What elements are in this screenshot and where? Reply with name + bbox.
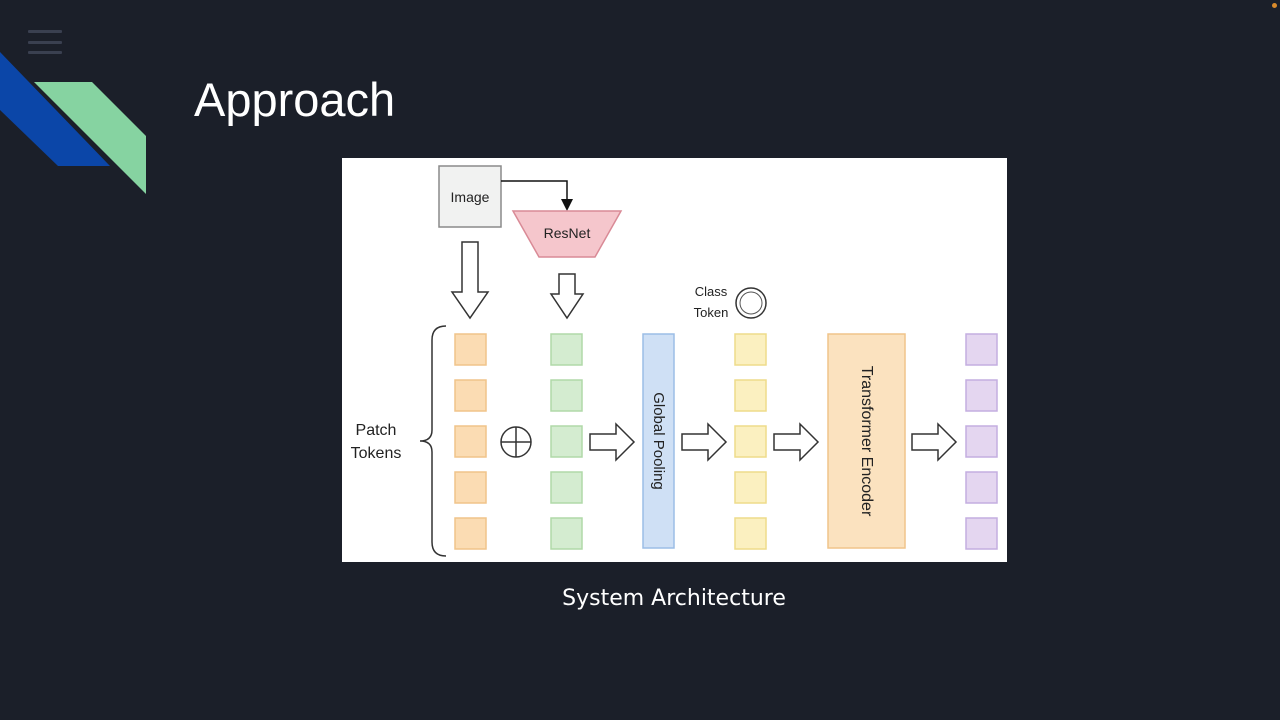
resnet-label: ResNet <box>544 225 591 241</box>
combined-token <box>734 471 767 504</box>
patch-token <box>454 425 487 458</box>
combined-token <box>734 333 767 366</box>
combined-token <box>734 379 767 412</box>
image-label: Image <box>451 189 490 205</box>
patch-tokens-label-line2: Tokens <box>351 445 402 462</box>
class-token-label-line2: Token <box>694 305 729 320</box>
output-token <box>965 425 998 458</box>
resnet-token <box>550 333 583 366</box>
transformer-encoder-label: Transformer Encoder <box>858 366 875 517</box>
corner-decoration <box>0 52 146 194</box>
resnet-block <box>511 210 623 258</box>
output-token <box>965 471 998 504</box>
architecture-figure: Image ResNet Patch Tokens <box>342 158 1007 562</box>
slide-title: Approach <box>194 73 396 126</box>
image-down-arrow <box>450 241 490 320</box>
combined-token <box>734 517 767 550</box>
figure-caption: System Architecture <box>562 586 786 611</box>
patch-token <box>454 379 487 412</box>
global-pooling-label: Global Pooling <box>650 392 667 490</box>
patch-token <box>454 471 487 504</box>
add-operator-icon <box>500 426 532 458</box>
class-token-icon <box>735 287 767 319</box>
class-token-label-line1: Class <box>695 284 728 299</box>
to-output-arrow <box>911 422 958 462</box>
patch-token <box>454 517 487 550</box>
output-token <box>965 333 998 366</box>
image-box <box>438 165 502 228</box>
resnet-token <box>550 517 583 550</box>
resnet-down-arrow <box>549 273 585 320</box>
to-pooling-arrow <box>589 422 636 462</box>
resnet-token <box>550 425 583 458</box>
to-class-tokens-arrow <box>681 422 728 462</box>
output-token <box>965 379 998 412</box>
decor-green-stripe <box>34 82 146 194</box>
combined-token <box>734 425 767 458</box>
resnet-token <box>550 471 583 504</box>
patch-token <box>454 333 487 366</box>
to-encoder-arrow <box>773 422 820 462</box>
output-token <box>965 517 998 550</box>
transformer-encoder-block <box>827 333 906 549</box>
global-pooling-block <box>642 333 675 549</box>
image-to-resnet-arrow <box>501 180 573 211</box>
decor-blue-stripe <box>0 52 110 166</box>
menu-icon[interactable] <box>28 30 62 54</box>
patch-tokens-brace <box>419 325 447 557</box>
architecture-diagram: Image ResNet Patch Tokens <box>351 165 998 557</box>
resnet-token <box>550 379 583 412</box>
patch-tokens-label-line1: Patch <box>356 422 397 439</box>
corner-indicator <box>1272 3 1277 8</box>
